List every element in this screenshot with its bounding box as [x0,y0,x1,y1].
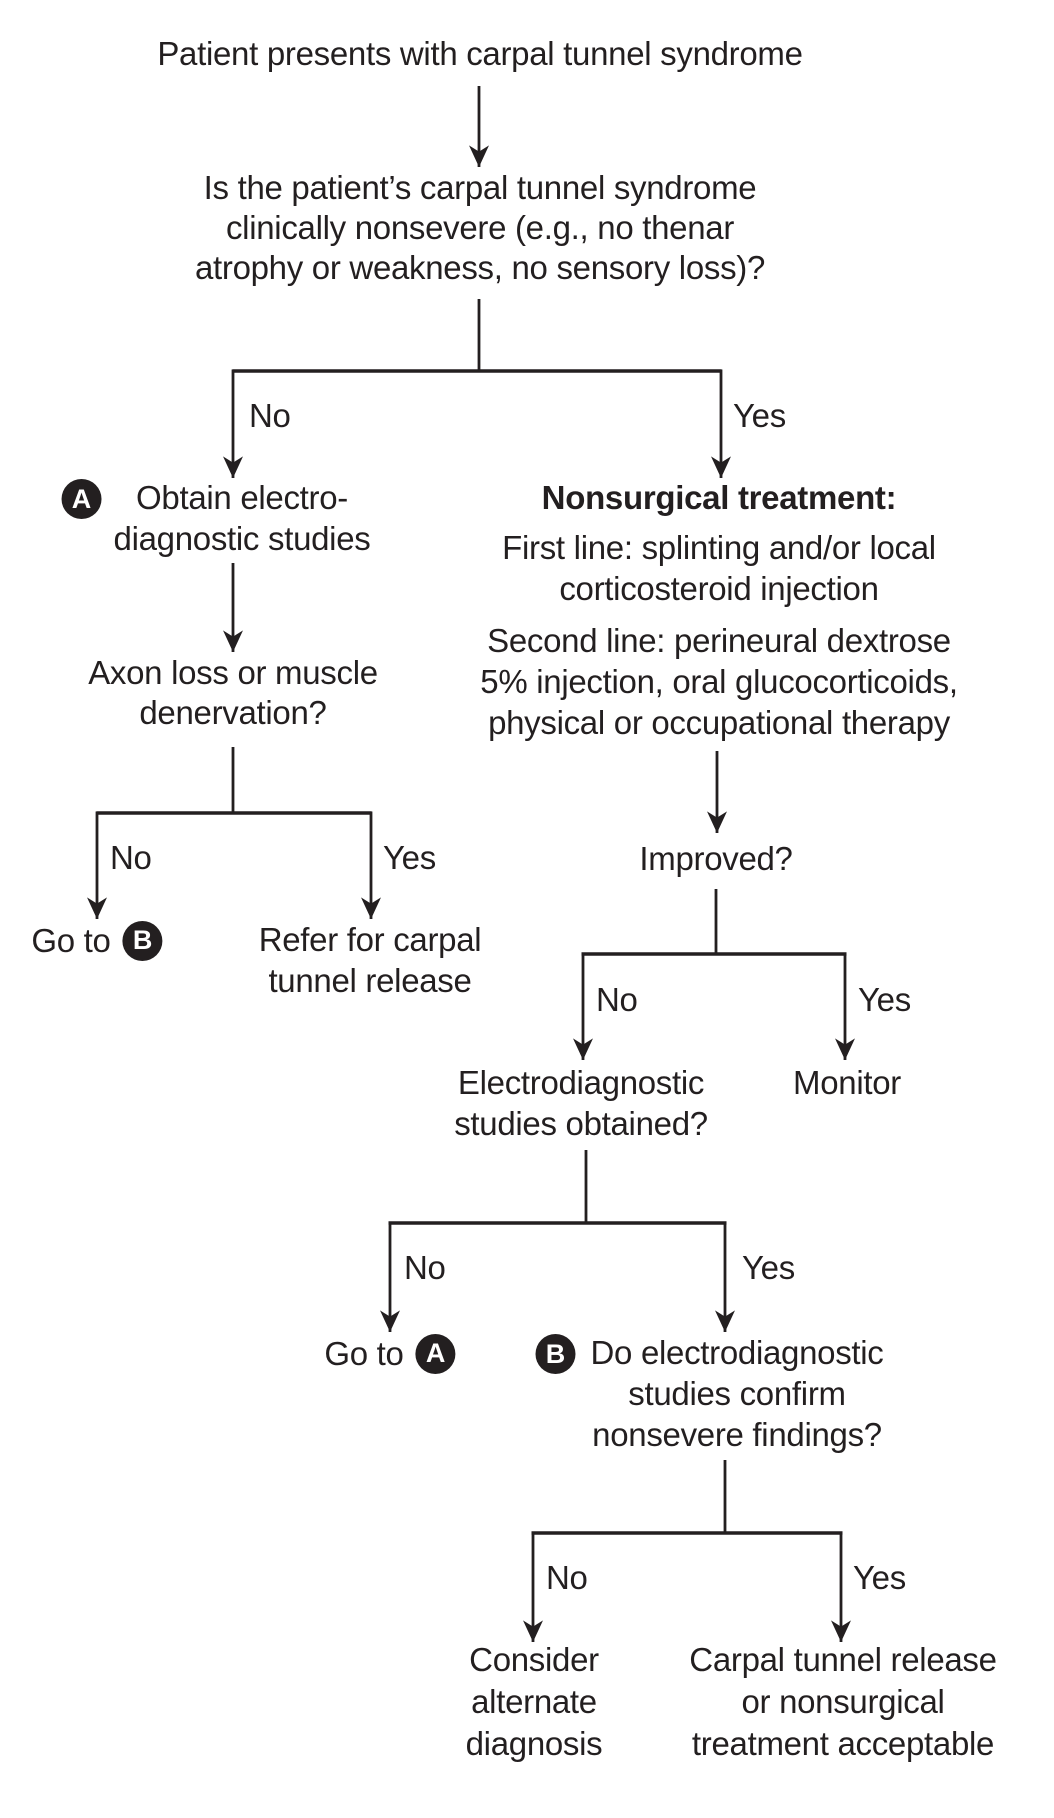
goto-b-text: Go to [31,921,111,959]
acceptable-line: treatment acceptable [691,1725,995,1762]
edge-label-yes: Yes [733,397,786,434]
edge-label-no: No [110,839,152,876]
decision-axon-loss: Axon loss or muscle denervation? [88,653,378,733]
edge-label-yes: Yes [853,1559,906,1596]
decision-edx-obtained: Electrodiagnostic studies obtained? [454,1062,708,1144]
nonsurgical-line: physical or occupational therapy [488,704,950,741]
node-a-line: Obtain electro- [136,479,348,516]
node-a-obtain-edx: A Obtain electro- diagnostic studies [61,477,371,559]
nonsurgical-line: Second line: perineural dextrose [487,622,951,659]
node-goto-a: Go to A [324,1333,456,1374]
nonsurgical-first-line-group: First line: splinting and/or local corti… [480,527,957,609]
node-a-line: diagnostic studies [113,520,371,557]
edge-label-no: No [404,1249,446,1286]
goto-a-text: Go to [324,1334,404,1372]
nonsurgical-line: First line: splinting and/or local [502,529,936,566]
consider-line: alternate [471,1683,597,1720]
decision-clinically-nonsevere: Is the patient’s carpal tunnel syndrome … [195,168,765,288]
start-text: Patient presents with carpal tunnel synd… [157,35,803,72]
decision-line: Axon loss or muscle [88,654,378,691]
decision-b-confirm-nonsevere: B Do electrodiagnostic studies confirm n… [535,1332,884,1455]
acceptable-line: or nonsurgical [741,1683,945,1720]
edge-label-no: No [596,981,638,1018]
node-goto-b: Go to B [31,920,163,961]
badge-b: B [122,920,163,961]
node-monitor: Monitor [793,1062,901,1103]
decision-line: nonsevere findings? [592,1416,882,1453]
badge-b: B [535,1334,576,1374]
decision-line: studies confirm [628,1375,846,1412]
node-consider-alternate: Consider alternate diagnosis [466,1639,603,1765]
nonsurgical-title: Nonsurgical treatment: [541,479,897,516]
node-refer-release: Refer for carpal tunnel release [259,919,482,1001]
decision-line: denervation? [139,694,327,731]
node-nonsurgical-treatment: Nonsurgical treatment: First line: splin… [480,477,958,743]
consider-line: Consider [469,1641,599,1678]
badge-a: A [415,1333,456,1374]
edge-label-no: No [249,397,291,434]
edge-label-yes: Yes [742,1249,795,1286]
consider-line: diagnosis [465,1725,603,1762]
edge-label-yes: Yes [383,839,436,876]
edge-label-yes: Yes [858,981,911,1018]
decision-line: Is the patient’s carpal tunnel syndrome [203,169,757,206]
node-release-or-nonsurgical: Carpal tunnel release or nonsurgical tre… [689,1639,997,1765]
node-start: Patient presents with carpal tunnel synd… [157,33,803,74]
refer-line: Refer for carpal [258,921,482,958]
edge-label-no: No [546,1559,588,1596]
nonsurgical-line: 5% injection, oral glucocorticoids, [480,663,958,700]
nonsurgical-second-line-group: Second line: perineural dextrose 5% inje… [480,620,958,743]
decision-improved: Improved? [639,838,793,879]
decision-line: Electrodiagnostic [457,1064,705,1101]
badge-a: A [61,479,102,519]
nonsurgical-line: corticosteroid injection [559,570,879,607]
monitor-text: Monitor [793,1064,901,1101]
decision-line: studies obtained? [454,1105,708,1142]
acceptable-line: Carpal tunnel release [689,1641,997,1678]
decision-line: atrophy or weakness, no sensory loss)? [194,249,766,286]
refer-line: tunnel release [268,962,472,999]
decision-line: Improved? [639,840,793,877]
decision-line: clinically nonsevere (e.g., no thenar [225,209,735,246]
decision-line: Do electrodiagnostic [590,1334,884,1371]
